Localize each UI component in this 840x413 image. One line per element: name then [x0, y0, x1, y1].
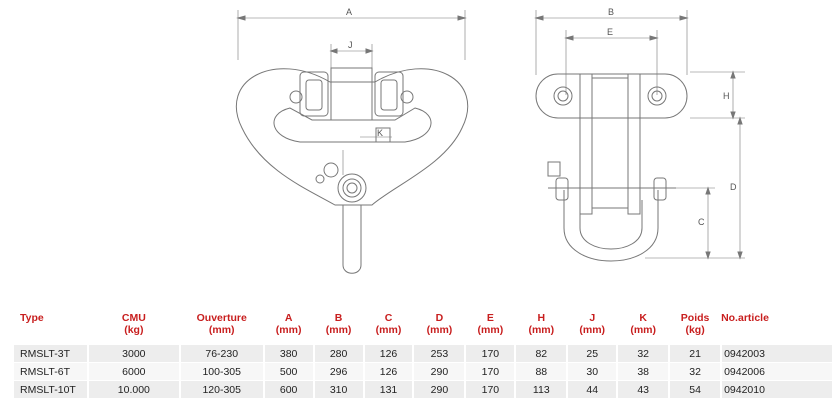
cell-d: 253	[413, 344, 467, 363]
cell-e: 170	[465, 380, 517, 398]
cell-poids: 54	[669, 380, 723, 398]
header-h: H(mm)	[528, 312, 555, 336]
cell-cmu: 6000	[87, 362, 181, 381]
cell-c: 131	[363, 380, 415, 398]
dim-label-d: D	[730, 182, 737, 192]
table-row: RMSLT-10T 10.000 120-305 600 310 131 290…	[14, 380, 834, 398]
header-poids: Poids(kg)	[680, 312, 710, 336]
cell-type: RMSLT-10T	[14, 380, 89, 398]
dim-label-k: K	[377, 128, 383, 138]
header-b: B(mm)	[325, 312, 352, 336]
table-row: RMSLT-6T 6000 100-305 500 296 126 290 17…	[14, 362, 834, 381]
cell-j: 25	[567, 344, 619, 363]
cell-k: 32	[617, 344, 671, 363]
cell-c: 126	[363, 362, 415, 381]
cell-e: 170	[465, 362, 517, 381]
header-article: No.article	[721, 312, 769, 324]
cell-d: 290	[413, 380, 467, 398]
cell-ouverture: 76-230	[179, 344, 265, 363]
cell-ouverture: 120-305	[179, 380, 265, 398]
cell-type: RMSLT-3T	[14, 344, 89, 363]
header-cmu: CMU(kg)	[121, 312, 146, 336]
cell-poids: 21	[669, 344, 723, 363]
cell-c: 126	[363, 344, 415, 363]
cell-h: 113	[515, 380, 569, 398]
cell-d: 290	[413, 362, 467, 381]
cell-h: 88	[515, 362, 569, 381]
header-k: K(mm)	[630, 312, 656, 336]
cell-j: 44	[567, 380, 619, 398]
specification-table: Type CMU(kg) Ouverture(mm) A(mm) B(mm) C…	[14, 312, 834, 398]
header-type: Type	[20, 312, 44, 324]
dim-label-j: J	[348, 40, 353, 50]
table-header-row: Type CMU(kg) Ouverture(mm) A(mm) B(mm) C…	[14, 312, 833, 345]
header-c: C(mm)	[375, 312, 402, 336]
cell-poids: 32	[669, 362, 723, 381]
cell-e: 170	[465, 344, 517, 363]
cell-b: 310	[313, 380, 365, 398]
cell-j: 30	[567, 362, 619, 381]
cell-k: 43	[617, 380, 671, 398]
cell-cmu: 3000	[87, 344, 181, 363]
cell-h: 82	[515, 344, 569, 363]
header-j: J(mm)	[579, 312, 606, 336]
cell-a: 380	[263, 344, 315, 363]
dim-label-h: H	[723, 91, 730, 101]
cell-k: 38	[617, 362, 671, 381]
cell-article: 0942003	[721, 344, 834, 363]
cell-cmu: 10.000	[87, 380, 181, 398]
cell-article: 0942006	[721, 362, 834, 381]
dim-label-b: B	[608, 7, 614, 17]
cell-type: RMSLT-6T	[14, 362, 89, 381]
header-a: A(mm)	[275, 312, 302, 336]
table-row: RMSLT-3T 3000 76-230 380 280 126 253 170…	[14, 344, 834, 363]
dim-label-e: E	[607, 27, 613, 37]
dim-label-c: C	[698, 217, 705, 227]
cell-b: 280	[313, 344, 365, 363]
dim-label-a: A	[346, 7, 352, 17]
cell-ouverture: 100-305	[179, 362, 265, 381]
cell-a: 600	[263, 380, 315, 398]
header-d: D(mm)	[426, 312, 453, 336]
header-ouverture: Ouverture(mm)	[196, 312, 247, 336]
technical-drawing: A J K B E H D C	[235, 7, 745, 274]
header-e: E(mm)	[477, 312, 504, 336]
cell-b: 296	[313, 362, 365, 381]
cell-a: 500	[263, 362, 315, 381]
cell-article: 0942010	[721, 380, 834, 398]
